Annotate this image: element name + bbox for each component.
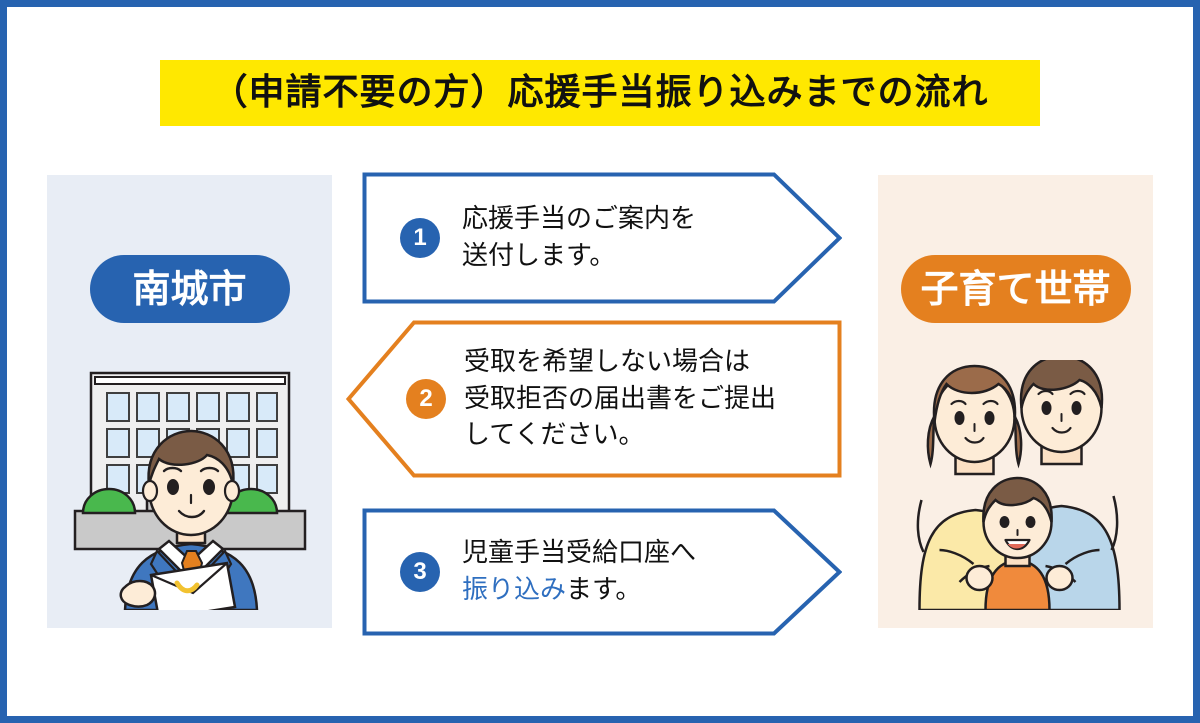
step-3-rest-text: ます。 (566, 575, 642, 605)
city-label-pill: 南城市 (89, 255, 290, 323)
family-illustration (893, 354, 1138, 612)
title-banner: （申請不要の方）応援手当振り込みまでの流れ (160, 60, 1040, 126)
step-1-arrow: 1 応援手当のご案内を 送付します。 (362, 172, 842, 304)
city-hall-staff-illustration (65, 365, 315, 621)
step-1-line-2: 送付します。 (462, 241, 616, 271)
step-2-arrow: 2 受取を希望しない場合は 受取拒否の届出書をご提出 してください。 (346, 320, 842, 478)
step-2-line-3: してください。 (464, 420, 645, 451)
step-2-line-2: 受取拒否の届出書をご提出 (464, 383, 777, 414)
step-1-number: 1 (400, 218, 440, 258)
step-2-text: 受取を希望しない場合は 受取拒否の届出書をご提出 してください。 (464, 344, 776, 455)
step-2-line-1: 受取を希望しない場合は (464, 346, 751, 377)
city-label-text: 南城市 (132, 267, 247, 311)
step-2-arrow-shape (346, 320, 842, 478)
step-3-arrow: 3 児童手当受給口座へ 振り込みます。 (362, 508, 842, 636)
step-3-arrow-shape (362, 508, 842, 636)
step-3-line-1: 児童手当受給口座へ (462, 538, 697, 569)
step-1-arrow-shape (362, 172, 842, 304)
city-panel: 南城市 (47, 175, 332, 628)
family-label-pill: 子育て世帯 (900, 255, 1131, 323)
step-1-line-1: 応援手当のご案内を (462, 204, 697, 235)
step-3-text: 児童手当受給口座へ 振り込みます。 (462, 535, 696, 609)
page-title: （申請不要の方）応援手当振り込みまでの流れ (211, 72, 989, 113)
step-3-accent-text: 振り込み (462, 575, 567, 605)
step-2-number: 2 (406, 379, 446, 419)
step-3-number: 3 (400, 552, 440, 592)
step-1-text: 応援手当のご案内を 送付します。 (462, 201, 696, 275)
family-panel: 子育て世帯 (878, 175, 1153, 628)
step-3-line-2: 振り込みます。 (462, 572, 696, 609)
family-label-text: 子育て世帯 (920, 267, 1111, 311)
